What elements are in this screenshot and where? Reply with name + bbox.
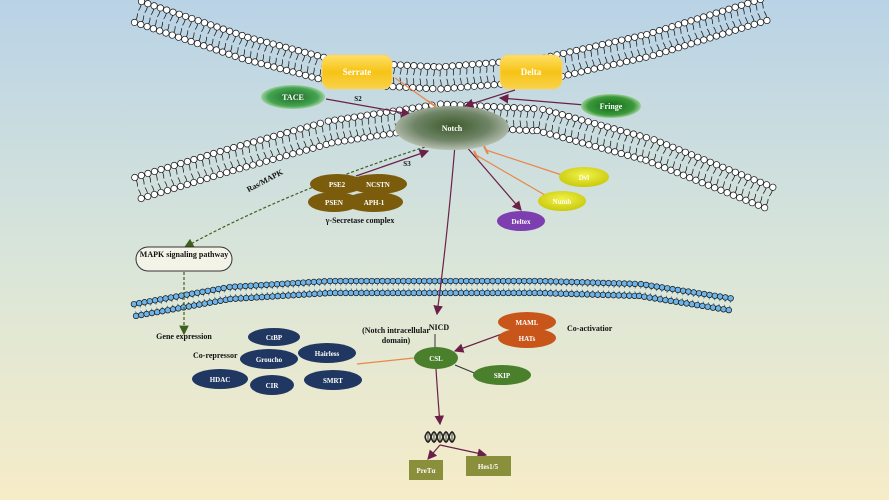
fringe-to-delta-arrow	[498, 93, 586, 106]
dvl-inhibit-line	[485, 149, 566, 177]
hairless-label: Hairless	[315, 350, 340, 358]
pret-node: PreTα	[409, 460, 443, 480]
hats-label: HATs	[519, 335, 536, 343]
coactivator-label: Co-activatior	[567, 324, 613, 333]
serrate-label: Serrate	[343, 67, 371, 77]
tace-label: TACE	[282, 93, 304, 102]
pret-label: PreTα	[417, 467, 436, 475]
ras-mapk-label: Ras/MAPK	[245, 167, 285, 194]
csl-to-dna-arrow	[434, 368, 445, 426]
mapk-pathway-label: MAPK signaling pathway	[139, 250, 229, 259]
gene-expression-label: Gene expression	[156, 332, 212, 341]
serrate-node: Serrate	[321, 54, 393, 90]
maml-label: MAML	[516, 319, 539, 327]
cir-label: CIR	[266, 382, 280, 390]
gamma-secretase-complex: PSE2 NCSTN PSEN APH-1	[308, 174, 407, 212]
psen-label: PSEN	[325, 199, 343, 207]
coactivator-group: HATs MAML	[498, 312, 556, 348]
upper-cell-membrane	[130, 0, 771, 93]
dvl-inhibit-bar	[483, 145, 489, 155]
fringe-node: Fringe	[581, 94, 641, 118]
gamma-secretase-label: γ-Secretase complex	[325, 216, 395, 225]
dna-helix-icon	[424, 431, 456, 443]
smrt-label: SMRT	[323, 377, 343, 385]
dna-to-hes-arrow	[439, 444, 488, 458]
nuclear-membrane	[130, 277, 734, 320]
numb-label: Numb	[553, 198, 572, 206]
s2-label: S2	[354, 95, 362, 103]
corepressor-label: Co-repressor	[193, 351, 238, 360]
dvl-node: Dvl	[559, 167, 609, 187]
notch-to-deltex-arrow	[464, 144, 522, 211]
skip-node: SKIP	[473, 365, 531, 385]
delta-label: Delta	[521, 67, 542, 77]
notch-to-nicd-arrow	[433, 144, 456, 316]
csl-label: CSL	[429, 355, 443, 363]
deltex-node: Deltex	[497, 211, 545, 231]
fringe-label: Fringe	[600, 102, 623, 111]
serrate-inhibit-bar	[427, 100, 437, 108]
corepressor-group: CtBP Groucho Hairless HDAC CIR SMRT	[192, 328, 362, 395]
connectors	[179, 77, 586, 460]
nicd-description-label: (Notch intracellular domain)	[362, 326, 430, 345]
delta-node: Delta	[499, 54, 563, 90]
groucho-label: Groucho	[256, 356, 283, 364]
dna-to-pret-arrow	[427, 444, 441, 460]
numb-node: Numb	[538, 191, 586, 211]
corepressor-to-csl-line	[356, 357, 415, 365]
dvl-label: Dvl	[579, 174, 590, 182]
tace-node: TACE	[261, 85, 325, 109]
skip-label: SKIP	[494, 372, 511, 380]
deltex-label: Deltex	[511, 218, 531, 226]
nicd-label: NICD	[429, 323, 450, 332]
hes-node: Hes1/5	[466, 456, 511, 476]
notch-to-mapk-dashed-arrow	[183, 146, 426, 248]
tace-to-notch-arrow	[325, 98, 412, 118]
aph1-label: APH-1	[364, 199, 385, 207]
csl-node: CSL	[414, 347, 458, 369]
pse2-label: PSE2	[329, 181, 346, 189]
numb-inhibit-bar	[473, 150, 479, 160]
delta-to-notch-arrow	[463, 89, 516, 109]
s3-label: S3	[403, 160, 411, 168]
notch-label: Notch	[442, 124, 463, 133]
ncstn-label: NCSTN	[366, 181, 390, 189]
secretase-to-notch-arrow	[355, 149, 430, 177]
numb-inhibit-line	[475, 154, 551, 199]
ctbp-label: CtBP	[266, 334, 283, 342]
serrate-inhibit-line	[394, 77, 433, 105]
hdac-label: HDAC	[210, 376, 231, 384]
hes-label: Hes1/5	[478, 463, 499, 471]
notch-node: Notch	[395, 106, 509, 150]
mapk-pathway-node	[135, 246, 233, 272]
